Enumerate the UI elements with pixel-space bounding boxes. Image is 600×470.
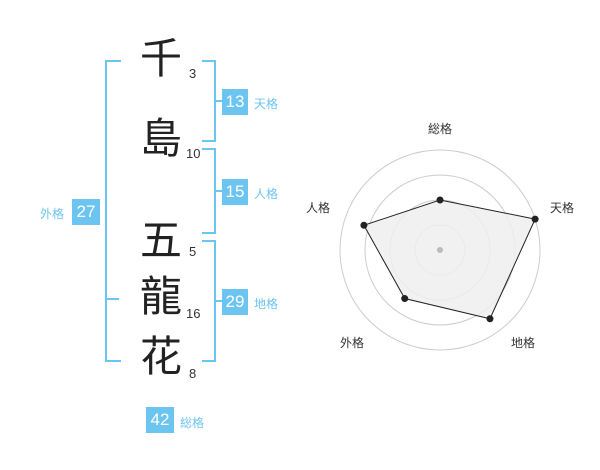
soukaku-label: 総格 (180, 416, 205, 430)
radar-data-polygon (363, 199, 536, 320)
tenkaku-value-badge: 13 (222, 89, 248, 115)
radar-point-top (436, 196, 444, 204)
jinkaku-connector (214, 190, 222, 192)
chikaku-label: 地格 (254, 297, 279, 311)
jinkaku-label: 人格 (254, 187, 279, 201)
name-char-3: 五 (140, 216, 183, 265)
radar-point-right (531, 215, 539, 223)
stroke-count-1: 3 (189, 66, 197, 81)
stroke-count-2: 10 (186, 146, 201, 161)
stroke-count-3: 5 (189, 244, 197, 259)
radar-center-dot (437, 247, 443, 253)
gaikaku-label: 外格 (40, 207, 65, 221)
radar-label-jinkaku: 人格 (306, 200, 330, 215)
name-char-5: 花 (140, 332, 183, 381)
tenkaku-label: 天格 (254, 97, 279, 111)
tenkaku-connector (214, 100, 222, 102)
gaikaku-bracket-mid (105, 298, 119, 300)
jinkaku-value-badge: 15 (222, 179, 248, 205)
radar-label-soukaku: 総格 (428, 121, 452, 136)
chikaku-value-badge: 29 (222, 289, 248, 315)
name-char-1: 千 (140, 34, 183, 83)
name-char-2: 島 (140, 114, 183, 163)
radar-point-bottom_left (401, 295, 409, 303)
radar-point-left (360, 221, 368, 229)
stroke-count-4: 16 (186, 306, 201, 321)
name-char-4: 龍 (140, 272, 183, 321)
gaikaku-bracket (105, 60, 121, 362)
stroke-count-5: 8 (189, 366, 197, 381)
chikaku-connector (214, 300, 222, 302)
radar-data-points (360, 196, 539, 323)
radar-label-tenkaku: 天格 (550, 200, 574, 215)
radar-label-gaikaku: 外格 (340, 335, 364, 350)
radar-grid-ring (339, 149, 541, 351)
soukaku-value-badge: 42 (146, 407, 174, 433)
radar-label-chikaku: 地格 (511, 335, 535, 350)
gaikaku-value-badge: 27 (72, 199, 100, 225)
radar-point-bottom_right (486, 315, 494, 323)
